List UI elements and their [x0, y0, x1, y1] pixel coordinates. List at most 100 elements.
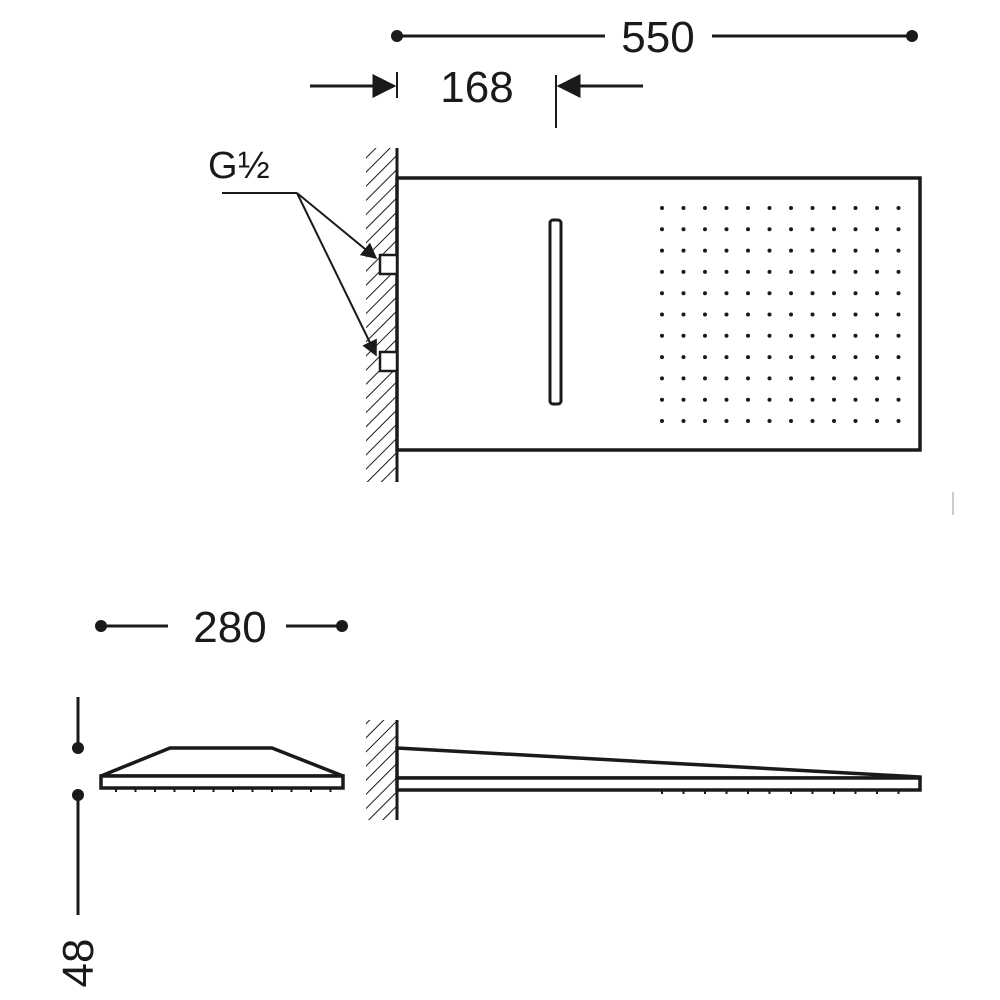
nozzle-dot	[810, 419, 815, 423]
side-views: 280 48	[54, 603, 922, 987]
nozzle-dot	[832, 269, 836, 274]
nozzle-dot	[703, 355, 707, 360]
dim-label-48: 48	[54, 939, 103, 988]
nozzle-dot	[767, 397, 772, 402]
nozzle-dot	[767, 227, 772, 232]
nozzle-dot	[746, 355, 750, 360]
nozzle-dot	[724, 269, 729, 274]
nozzle-dot	[875, 419, 879, 423]
nozzle-dot	[767, 333, 772, 338]
nozzle-dot	[767, 291, 772, 296]
nozzle-dot	[875, 227, 879, 232]
nozzle-dot	[681, 291, 686, 296]
front-view	[99, 746, 345, 792]
nozzle-dot	[681, 355, 686, 360]
nozzle-dot	[853, 248, 858, 253]
nozzle-dot	[660, 376, 664, 381]
nozzle-dot	[681, 206, 686, 210]
nozzle-dot	[746, 397, 750, 402]
nozzle-dot	[896, 248, 901, 253]
nozzle-dot	[703, 333, 707, 338]
nozzle-dot	[832, 397, 836, 402]
nozzle-dot	[767, 269, 772, 274]
nozzle-dot	[896, 227, 901, 232]
nozzle-dot	[853, 291, 858, 296]
nozzle-dot	[853, 333, 858, 338]
nozzle-dot	[810, 355, 815, 360]
nozzle-dot	[767, 376, 772, 381]
nozzle-dot	[703, 248, 707, 253]
dim-label-550: 550	[621, 13, 694, 62]
leader-arrow-upper	[296, 192, 378, 260]
front-view-top-profile	[100, 746, 344, 778]
nozzle-dot	[810, 376, 815, 381]
nozzle-dot	[703, 269, 707, 274]
nozzle-dot	[832, 248, 836, 253]
nozzle-dot	[896, 419, 901, 423]
nozzle-dot	[724, 291, 729, 296]
wall-hatch-side	[366, 720, 397, 820]
nozzle-dot	[875, 312, 879, 317]
nozzle-dot	[767, 419, 772, 423]
nozzle-dot	[746, 227, 750, 232]
nozzle-dot	[875, 376, 879, 381]
nozzle-dot	[896, 397, 901, 402]
nozzle-dot	[810, 206, 815, 210]
nozzle-dot	[724, 312, 729, 317]
nozzle-dot	[724, 397, 729, 402]
nozzle-dot	[703, 291, 707, 296]
nozzle-dot	[810, 269, 815, 274]
nozzle-dot	[746, 312, 750, 317]
nozzle-dot	[681, 376, 686, 381]
nozzle-dot	[703, 376, 707, 381]
nozzle-dot	[681, 227, 686, 232]
nozzle-dot	[896, 312, 901, 317]
nozzle-dot	[810, 291, 815, 296]
dimension-48: 48	[54, 697, 103, 987]
nozzle-dot	[660, 312, 664, 317]
nozzle-dot	[746, 206, 750, 210]
nozzle-dot	[746, 333, 750, 338]
nozzle-dot	[853, 227, 858, 232]
nozzle-dot	[681, 333, 686, 338]
nozzle-dot	[660, 397, 664, 402]
nozzle-dot	[875, 206, 879, 210]
nozzle-dot	[681, 248, 686, 253]
nozzle-dot	[660, 291, 664, 296]
nozzle-dot	[832, 376, 836, 381]
nozzle-dot	[896, 269, 901, 274]
nozzle-dot	[810, 312, 815, 317]
side-view	[366, 720, 922, 820]
nozzle-dot	[810, 227, 815, 232]
nozzle-dot	[853, 355, 858, 360]
nozzle-dot	[724, 227, 729, 232]
dim-endpoint-right	[336, 620, 348, 632]
nozzle-dot	[767, 206, 772, 210]
nozzle-dot	[703, 206, 707, 210]
dimension-550: 550	[391, 13, 918, 62]
nozzle-dot	[767, 248, 772, 253]
nozzle-dot	[832, 419, 836, 423]
dimension-168: 168	[310, 63, 643, 128]
nozzle-dot	[681, 397, 686, 402]
nozzle-dot	[660, 248, 664, 253]
thread-fraction: ½	[238, 145, 270, 187]
side-view-nozzles	[661, 790, 900, 794]
nozzle-dot	[853, 376, 858, 381]
nozzle-dot	[660, 227, 664, 232]
nozzle-dot	[703, 227, 707, 232]
nozzle-dot	[724, 248, 729, 253]
top-view: 550 168 G ½	[208, 13, 922, 482]
nozzle-dot	[703, 397, 707, 402]
nozzle-dot	[832, 333, 836, 338]
nozzle-dot	[875, 269, 879, 274]
nozzle-dot	[746, 269, 750, 274]
nozzle-dot	[853, 419, 858, 423]
nozzle-dot	[660, 269, 664, 274]
nozzle-dot	[746, 419, 750, 423]
nozzle-dot	[832, 312, 836, 317]
nozzle-dot	[875, 355, 879, 360]
nozzle-dot	[789, 227, 793, 232]
nozzle-dot	[767, 355, 772, 360]
